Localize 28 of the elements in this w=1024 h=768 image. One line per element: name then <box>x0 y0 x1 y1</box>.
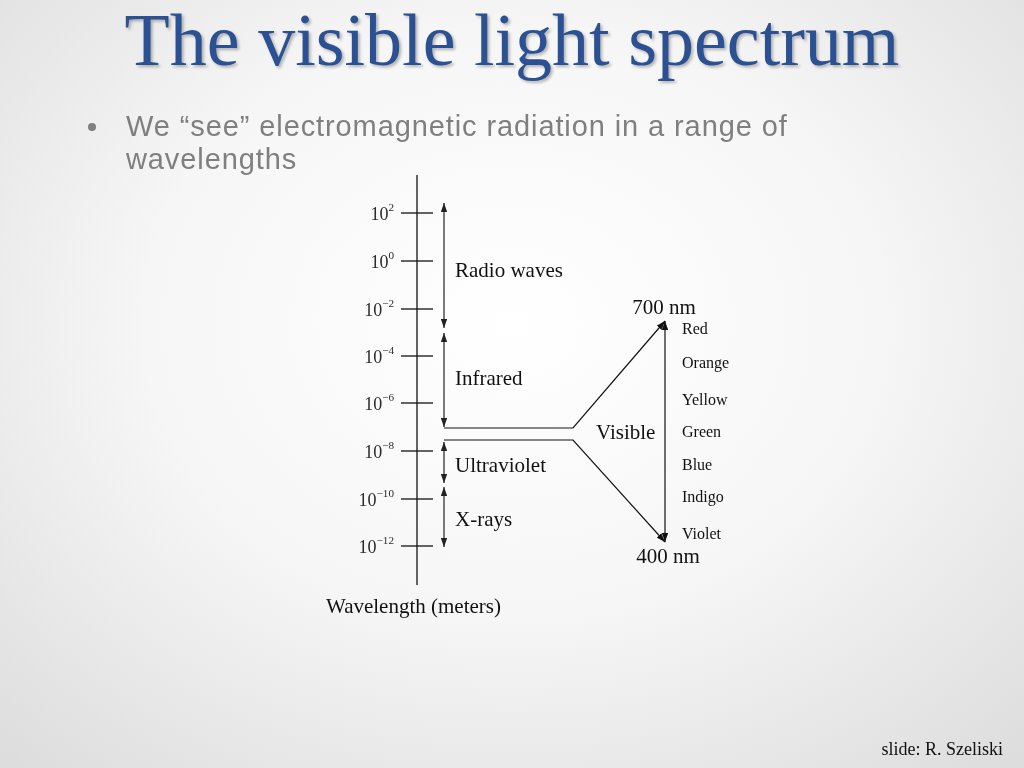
arrow <box>443 320 666 429</box>
band-label: Infrared <box>455 365 523 391</box>
axis-title: Wavelength (meters) <box>326 593 501 619</box>
color-label: Green <box>682 422 722 442</box>
color-label: Indigo <box>682 487 724 507</box>
bullet-text: We “see” electromagnetic radiation in a range of wavelengths <box>126 110 789 176</box>
tick-label: 10$^{−2}$ <box>364 299 394 321</box>
tick-label: 10$^{−4}$ <box>364 346 394 368</box>
band-label: X-rays <box>455 506 513 532</box>
color-label: Yellow <box>682 390 728 410</box>
tick-label: 10$^{2}$ <box>370 203 394 225</box>
band-label: Visible <box>596 419 656 445</box>
tick-label: 10$^{−12}$ <box>358 536 394 558</box>
tick-label: 10$^{−10}$ <box>358 489 394 511</box>
color-label: Violet <box>682 524 722 544</box>
arrow <box>661 320 669 543</box>
band-label: Radio waves <box>455 257 563 283</box>
arrow <box>443 439 666 543</box>
color-label: Orange <box>682 353 730 373</box>
band-label: Ultraviolet <box>455 452 546 478</box>
tick-label: 10$^{−6}$ <box>364 393 394 415</box>
wavelength-label: 400 nm <box>636 543 700 569</box>
color-label: Blue <box>682 455 713 475</box>
wavelength-label: 700 nm <box>632 294 696 320</box>
color-label: Red <box>682 319 708 339</box>
credit-text: slide: R. Szeliski <box>881 739 1003 760</box>
tick-label: 10$^{−8}$ <box>364 441 394 463</box>
tick-label: 10$^{0}$ <box>370 251 394 273</box>
